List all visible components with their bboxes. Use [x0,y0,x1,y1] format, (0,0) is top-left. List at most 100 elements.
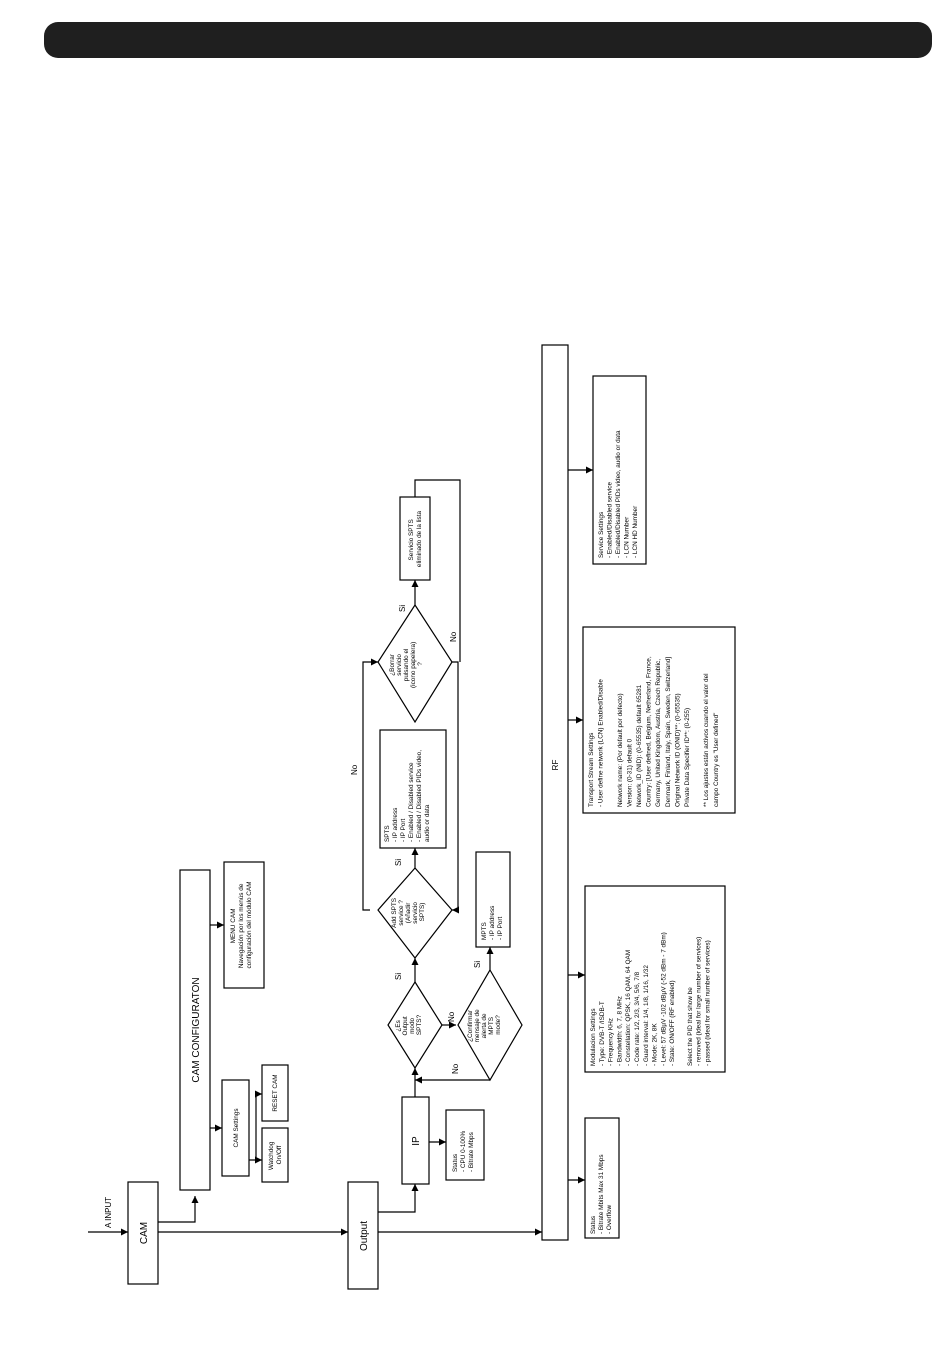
svg-text:Servicio SPTS eliminado: Servicio SPTS eliminado de la lista [408,510,423,567]
rf-label: RF [551,760,560,771]
modulation-line-4: - Bandwidth: 6, 7, 8 MHz [616,996,623,1066]
svg-text:MPTS - IP address: MPTS - IP address - IP Port [481,904,504,940]
add-spts-line-5: SPTS) [419,903,426,922]
transport-stream-line-14: campo Country es "User defined" [713,713,720,807]
service-settings-text: Service Settings- Enabled/Disabled servi… [598,430,639,558]
svg-text:Add SPTS service ?: Add SPTS service ? (Añadir servicio SPTS… [391,896,426,928]
menu-cam-node: MENU CAM Navegación por los menús de con… [223,861,265,989]
cam-label: CAM [139,1222,150,1244]
ip-status-node: Status - CPU 0-100% - Bitrate Mbps [445,1109,485,1181]
add-spts-line-4: servicio [412,902,419,924]
eliminado-line-2: eliminado de la lista [416,510,423,567]
cam-configuration-label: CAM CONFIGURATON [191,977,202,1082]
modulation-settings-node: Modulacion Settings- Type: DVB-T /ISDB-T… [584,885,726,1073]
transport-stream-line-10: Original Network ID (ONID)**: (0-65535) [674,693,681,807]
mpts-line-2: - IP address [489,906,496,940]
edge-label-no-4: No [449,631,458,642]
modulation-line-10: - State: ON/OFF (RF enabled) [669,980,676,1066]
modulation-line-8: - Mode: 2K, 8K [652,1023,659,1066]
edge-label-si-3: Si [394,859,403,866]
decision-confirmar-mpts: ¿Confirmar mensaje de alerta de MPTS mod… [457,968,523,1082]
svg-text:MENU CAM Navegación por: MENU CAM Navegación por los menús de con… [230,881,253,968]
modulation-line-1: Modulacion Settings [590,1008,597,1066]
modulation-line-9: - Level: 57 dBµV -102 dBµV (-52 dBm - 7 … [660,932,667,1066]
svg-text:¿Es Output modo: ¿Es Output modo SPTS? [395,1014,423,1035]
decision-borrar-servicio: ¿Borrar servicio pulsando el (icono pape… [377,603,453,724]
decision-add-spts: Add SPTS service ? (Añadir servicio SPTS… [377,867,453,959]
modulation-line-7: - Guard interval: 1/4, 1/8, 1/16, 1/32 [643,965,650,1066]
transport-stream-line-4: Network name: (Por default por defecto) [617,693,624,807]
cam-node: CAM [127,1181,159,1285]
confirmar-line-4: MPTS [488,1017,495,1035]
edge-label-si-1: Si [394,973,403,980]
es-output-line-2: Output [402,1016,409,1035]
es-output-line-3: modo [409,1017,416,1033]
add-spts-line-2: service ? [398,900,405,926]
modulation-line-13: - removed (ideal for large number of ser… [696,937,703,1066]
modulation-line-11 [678,1064,685,1066]
modulation-line-12: Select the PID that show be [687,987,694,1066]
edge-label-no-2: No [451,1063,460,1074]
es-output-line-4: SPTS? [416,1014,423,1035]
transport-stream-line-1: Transport Stream Settings [588,733,595,807]
borrar-line-2: servicio [396,654,403,676]
service-settings-line-2: - Enabled/Disabled service [607,482,614,558]
reset-cam-node: RESET CAM [261,1064,289,1122]
borrar-line-5: ? [417,662,424,666]
edge-label-no-3: No [350,764,359,775]
spts-node: SPTS - IP address - IP Port - Enabled / … [379,729,447,849]
transport-stream-line-8: Germany, United Kingdom, Austria, Czech … [655,659,662,807]
transport-stream-line-13: ** Los ajustes están activos cuando el v… [703,673,710,807]
menu-cam-line-1: MENU CAM [230,908,237,943]
modulation-settings-text: Modulacion Settings- Type: DVB-T /ISDB-T… [590,932,711,1066]
spts-line-3: - IP Port [400,818,407,842]
svg-text:SPTS - IP address: SPTS - IP address - IP Port - Enabled / … [384,748,431,842]
rf-status-node: Status - Bitrate Mbits Max 31 Mbps - Ove… [584,1117,620,1239]
ip-status-line-3: - Bitrate Mbps [468,1132,475,1172]
mpts-line-1: MPTS [481,922,488,940]
svg-text:Watchdog On/Off: Watchdog On/Off [268,1140,283,1170]
edge-label-si-4: Si [398,605,407,612]
service-settings-line-1: Service Settings [598,512,605,558]
borrar-line-4: (icono papelera) [410,642,417,688]
menu-cam-line-2: Navegación por los menús de [238,883,245,968]
cam-settings-label: CAM Settings [233,1108,240,1147]
confirmar-line-2: mensaje de [474,1009,481,1042]
service-settings-line-5: - LCN HD Number [632,505,639,558]
spts-line-4: - Enabled / Disabled service [408,762,415,842]
reset-cam-label: RESET CAM [272,1074,279,1111]
confirmar-line-5: mode? [495,1015,502,1035]
confirmar-line-1: ¿Confirmar [467,1009,474,1042]
connectors [88,466,593,1236]
transport-stream-line-11: Private Data Specifier ID**: (0-255) [684,708,691,807]
modulation-line-5: - Constellation: QPSK, 16 QAM, 64 QAM [625,950,632,1066]
service-settings-line-4: - LCN Number [624,516,631,558]
watchdog-line-1: Watchdog [268,1141,275,1170]
mpts-line-3: - IP Port [497,916,504,940]
modulation-line-3: - Frequency KHz [608,1018,615,1066]
spts-line-2: - IP address [392,808,399,842]
transport-stream-line-12 [694,805,701,807]
service-settings-line-3: - Enabled/Disabled PIDs video, audio or … [615,430,622,558]
eliminado-line-1: Servicio SPTS [408,519,415,560]
transport-stream-line-2: - User define network (LCN) Enabled/Disa… [598,679,605,807]
borrar-line-3: pulsando el [403,649,410,682]
transport-stream-line-7: Country: [User defined, Belgium, Netherl… [646,656,653,807]
output-node: Output [347,1181,379,1290]
ip-node: IP [401,1096,430,1185]
watchdog-node: Watchdog On/Off [261,1127,289,1183]
ip-status-line-1: Status [452,1154,459,1172]
output-label: Output [359,1221,370,1251]
confirmar-line-3: alerta de [481,1013,488,1038]
ip-label: IP [411,1136,422,1146]
servicio-eliminado-node: Servicio SPTS eliminado de la lista [399,496,431,581]
svg-text:Status - Bitrate Mbits M: Status - Bitrate Mbits Max 31 Mbps - Ove… [590,1153,613,1234]
es-output-line-1: ¿Es [395,1020,402,1031]
rf-node: RF [541,344,569,1241]
borrar-line-1: ¿Borrar [389,653,396,676]
cam-configuration-node: CAM CONFIGURATON [179,869,211,1191]
rf-status-line-2: - Bitrate Mbits Max 31 Mbps [598,1154,605,1234]
transport-stream-line-9: Denmark, Finland, Italy, Spain, Sweden, … [665,657,672,807]
spts-line-6: audio or data [424,804,431,842]
